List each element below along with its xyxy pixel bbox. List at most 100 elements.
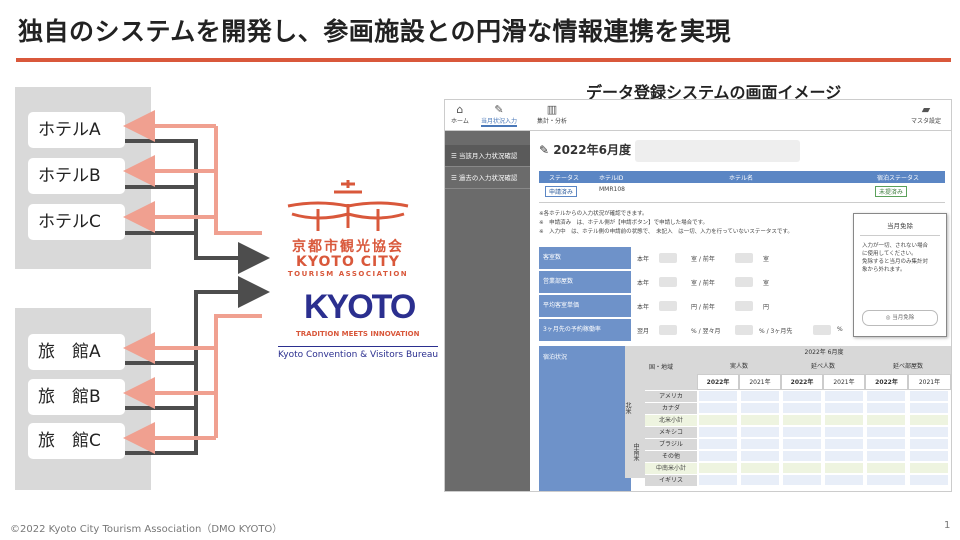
screen-caption: データ登録システムの画面イメージ xyxy=(586,83,842,102)
grid-value-input[interactable] xyxy=(825,463,863,473)
grid-value-input[interactable] xyxy=(867,415,905,425)
stay-status-badge: 未提済み xyxy=(875,186,908,197)
occupancy-3-months-input[interactable] xyxy=(813,325,831,335)
hotel-a-box: ホテルA xyxy=(28,112,125,148)
grid-value-input[interactable] xyxy=(783,451,821,461)
grid-value-input[interactable] xyxy=(825,475,863,485)
exemption-button[interactable]: ◎ 当月免除 xyxy=(862,310,938,326)
top-navbar: ⌂ ホーム ✎ 当月状況入力 ▥ 集計・分析 ▰ マスタ設定 xyxy=(445,100,951,131)
grid-value-input[interactable] xyxy=(699,391,737,401)
org-tagline: TRADITION MEETS INNOVATION xyxy=(296,330,420,338)
slide-title: 独自のシステムを開発し、参画施設との円滑な情報連携を実現 xyxy=(18,17,732,46)
grid-row-label: イギリス xyxy=(645,475,697,486)
title-divider xyxy=(16,58,951,62)
grid-value-input[interactable] xyxy=(910,475,948,485)
grid-value-input[interactable] xyxy=(825,439,863,449)
stay-status-grid: 国・地域 2022年 6月度 実人数 延べ人数 延べ部屋数 2022年 2021… xyxy=(625,346,951,491)
grid-value-input[interactable] xyxy=(783,391,821,401)
grid-value-input[interactable] xyxy=(741,391,779,401)
rate-this-year-input[interactable] xyxy=(659,301,677,311)
grid-value-input[interactable] xyxy=(699,439,737,449)
ryokan-b-box: 旅 館B xyxy=(28,379,125,415)
grid-value-input[interactable] xyxy=(825,451,863,461)
grid-row-label: カナダ xyxy=(645,403,697,414)
sidebar-item-past[interactable]: ☰ 過去の入力状況確認 xyxy=(445,167,530,189)
grid-value-input[interactable] xyxy=(699,463,737,473)
pencil-icon: ✎ xyxy=(539,143,554,157)
grid-value-input[interactable] xyxy=(867,391,905,401)
grid-value-input[interactable] xyxy=(783,415,821,425)
period-title: ✎ 2022年6月度 xyxy=(539,143,631,157)
folder-icon: ▰ xyxy=(921,103,931,116)
kyoto-tourism-logo: 京都市観光協会 KYOTO CITY TOURISM ASSOCIATION K… xyxy=(278,176,439,366)
rooms-this-year-input[interactable] xyxy=(659,253,677,263)
hotel-c-box: ホテルC xyxy=(28,204,125,240)
form-row-avg-rate: 平均客室単価 本年 円 / 前年 円 xyxy=(539,295,851,317)
grid-value-input[interactable] xyxy=(741,463,779,473)
grid-value-input[interactable] xyxy=(825,427,863,437)
grid-value-input[interactable] xyxy=(741,427,779,437)
occupancy-next-month-input[interactable] xyxy=(659,325,677,335)
grid-value-input[interactable] xyxy=(910,463,948,473)
grid-value-input[interactable] xyxy=(783,439,821,449)
grid-value-input[interactable] xyxy=(741,475,779,485)
grid-value-input[interactable] xyxy=(699,451,737,461)
form-row-rooms: 客室数 本年 室 / 前年 室 xyxy=(539,247,851,269)
table-row[interactable]: 申請済み MMR108 未提済み xyxy=(539,184,945,203)
grid-value-input[interactable] xyxy=(867,475,905,485)
nav-master-settings[interactable]: ▰ マスタ設定 xyxy=(911,103,942,126)
grid-value-input[interactable] xyxy=(910,439,948,449)
nav-analysis[interactable]: ▥ 集計・分析 xyxy=(537,103,568,126)
rate-last-year-input[interactable] xyxy=(735,301,753,311)
grid-value-input[interactable] xyxy=(867,403,905,413)
system-screenshot: ⌂ ホーム ✎ 当月状況入力 ▥ 集計・分析 ▰ マスタ設定 ☰ 当該月入力状況… xyxy=(444,99,952,492)
grid-value-input[interactable] xyxy=(699,403,737,413)
grid-value-input[interactable] xyxy=(867,451,905,461)
grid-value-input[interactable] xyxy=(910,391,948,401)
nav-monthly-input[interactable]: ✎ 当月状況入力 xyxy=(481,103,518,127)
footer-copyright: ©2022 Kyoto City Tourism Association（DMO… xyxy=(10,524,283,535)
operating-last-year-input[interactable] xyxy=(735,277,753,287)
grid-value-input[interactable] xyxy=(783,463,821,473)
grid-value-input[interactable] xyxy=(741,439,779,449)
org-name-en-sub: TOURISM ASSOCIATION xyxy=(287,270,409,278)
grid-value-input[interactable] xyxy=(825,415,863,425)
grid-value-input[interactable] xyxy=(825,391,863,401)
status-badge: 申請済み xyxy=(545,186,578,197)
grid-value-input[interactable] xyxy=(699,427,737,437)
grid-value-input[interactable] xyxy=(910,415,948,425)
exemption-popup: 当月免除 入力が一切、されない場合 に使用してください。 免除すると当月のみ集計… xyxy=(853,213,947,337)
bureau-name: Kyoto Convention & Visitors Bureau xyxy=(278,346,439,360)
bar-chart-icon: ▥ xyxy=(546,103,558,116)
period-input[interactable] xyxy=(635,140,800,162)
grid-value-input[interactable] xyxy=(783,427,821,437)
grid-value-input[interactable] xyxy=(783,475,821,485)
grid-value-input[interactable] xyxy=(867,427,905,437)
operating-this-year-input[interactable] xyxy=(659,277,677,287)
grid-value-input[interactable] xyxy=(825,403,863,413)
grid-value-input[interactable] xyxy=(783,403,821,413)
grid-value-input[interactable] xyxy=(867,463,905,473)
grid-value-input[interactable] xyxy=(910,403,948,413)
grid-value-input[interactable] xyxy=(910,427,948,437)
sidebar-item-current-month[interactable]: ☰ 当該月入力状況確認 xyxy=(445,145,530,167)
grid-value-input[interactable] xyxy=(741,451,779,461)
home-icon: ⌂ xyxy=(456,103,464,116)
grid-value-input[interactable] xyxy=(910,451,948,461)
kyoto-logo-wordmark: KYOTO xyxy=(304,288,416,326)
pencil-icon: ✎ xyxy=(494,103,504,116)
occupancy-2-months-input[interactable] xyxy=(735,325,753,335)
grid-value-input[interactable] xyxy=(741,415,779,425)
grid-row-label: アメリカ xyxy=(645,391,697,402)
rooms-last-year-input[interactable] xyxy=(735,253,753,263)
hotel-id: MMR108 xyxy=(599,186,625,193)
grid-value-input[interactable] xyxy=(699,475,737,485)
grid-value-input[interactable] xyxy=(867,439,905,449)
grid-value-input[interactable] xyxy=(699,415,737,425)
hotel-feedback-lines xyxy=(123,110,262,235)
org-name-jp: 京都市観光協会 xyxy=(292,239,404,255)
grid-value-input[interactable] xyxy=(741,403,779,413)
nav-home[interactable]: ⌂ ホーム xyxy=(451,103,469,126)
grid-row-label: 北米小計 xyxy=(645,415,697,426)
